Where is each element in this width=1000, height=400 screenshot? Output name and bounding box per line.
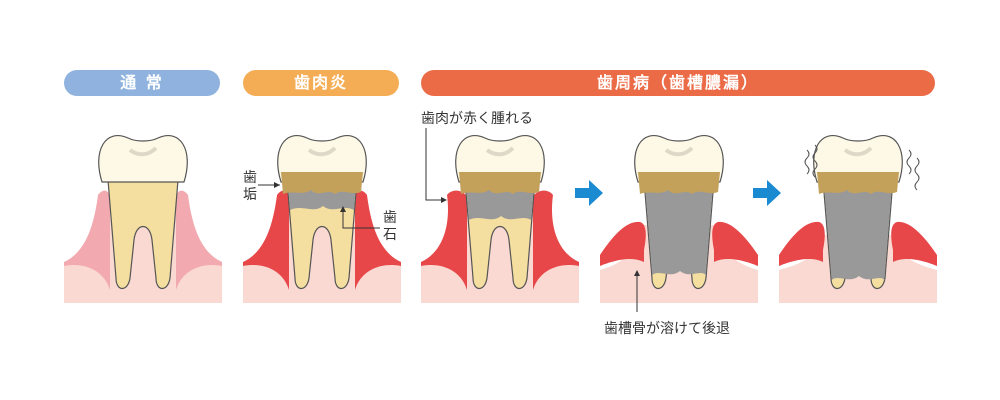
crown-groove xyxy=(307,146,337,157)
gum-right xyxy=(891,221,937,266)
gum-right xyxy=(355,190,401,290)
tooth-crown xyxy=(813,135,903,183)
gum-left xyxy=(243,190,289,290)
tooth-stage-normal xyxy=(64,135,222,303)
wobble-lines-right-icon xyxy=(906,149,920,191)
header-gingivitis: 歯肉炎 xyxy=(243,70,399,96)
tartar xyxy=(645,185,713,275)
tooth-stage-advanced xyxy=(779,135,937,303)
header-periodontitis: 歯周病（歯槽膿漏） xyxy=(421,70,935,96)
wobble-lines-left-icon xyxy=(804,144,818,178)
label-tartar: 歯石 xyxy=(383,210,397,243)
plaque xyxy=(817,172,899,194)
gum-right xyxy=(533,190,579,290)
header-normal: 通 常 xyxy=(64,70,220,96)
gum-left xyxy=(779,221,825,266)
tooth-stage-gingivitis xyxy=(243,135,401,303)
plaque xyxy=(459,172,541,194)
tooth-root xyxy=(107,179,179,290)
plaque xyxy=(638,172,720,194)
label-plaque: 歯垢 xyxy=(243,170,257,203)
tooth-stage-swollen xyxy=(421,135,579,303)
gum-left xyxy=(64,190,110,290)
progression-arrow-icon xyxy=(575,180,603,206)
plaque xyxy=(281,172,363,194)
gum-right xyxy=(712,221,758,266)
tooth-crown xyxy=(277,135,367,183)
tooth-crown xyxy=(634,135,724,183)
crown-groove xyxy=(664,146,694,157)
tartar xyxy=(466,185,534,220)
label-bone-recession: 歯槽骨が溶けて後退 xyxy=(604,321,730,337)
tooth-crown xyxy=(455,135,545,183)
label-gum-swelling: 歯肉が赤く腫れる xyxy=(421,111,533,127)
gum-left xyxy=(600,221,646,266)
tooth-stage-recession xyxy=(600,135,758,303)
tartar-pointer xyxy=(342,208,380,229)
gum-swelling-pointer xyxy=(425,128,445,201)
gum-right xyxy=(176,190,222,290)
crown-groove xyxy=(843,146,873,157)
progression-arrow-icon xyxy=(753,180,781,206)
tooth-crown xyxy=(98,135,188,183)
crown-groove xyxy=(485,146,515,157)
tartar xyxy=(824,185,892,280)
crown-groove xyxy=(128,146,158,157)
gum-left xyxy=(421,190,467,290)
